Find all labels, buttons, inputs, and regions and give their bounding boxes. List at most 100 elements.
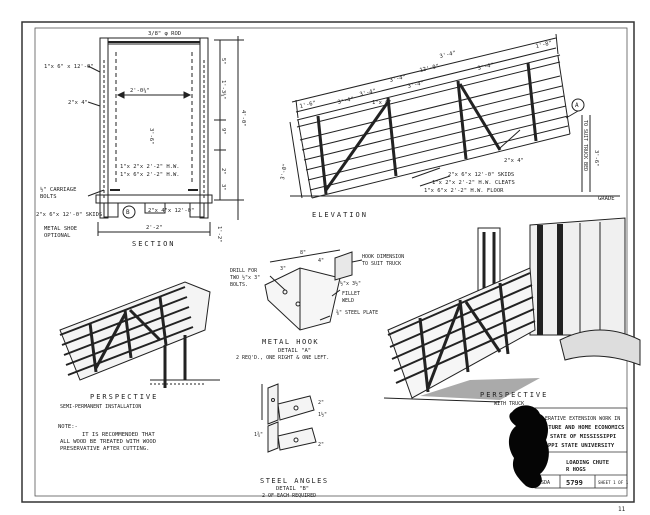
left-post-3 (158, 296, 168, 346)
section-shoe-1: METAL SHOE (44, 226, 77, 232)
title-org: USDA (538, 480, 550, 486)
elevation-grade-label: GRADE (598, 196, 615, 202)
right-ground-line (383, 397, 501, 403)
elevation-seg-3: 3'-4" (477, 62, 494, 72)
left-brace-1 (94, 313, 127, 369)
leader-line (87, 189, 105, 197)
hook-req: 2 REQ'D., ONE RIGHT & ONE LEFT. (236, 355, 329, 361)
angle-lower-vertical (267, 421, 279, 453)
elevation-seg-7: 3'-4" (359, 88, 376, 98)
note-block: NOTE:- IT IS RECOMMENDED THAT ALL WOOD B… (58, 424, 156, 452)
hook-title: METAL HOOK (262, 338, 319, 346)
leader-line (87, 65, 101, 73)
section-marker-b-circle (122, 205, 136, 219)
section-marker-b: B (126, 209, 130, 216)
left-post-1 (88, 322, 98, 373)
hook-dimension-1: HOOK DIMENSION (362, 254, 404, 260)
ink-blot (508, 405, 549, 489)
hook-fillet-2: WELD (342, 298, 354, 304)
section-total-height-label: 4'-0" (240, 110, 246, 127)
elevation-cleats-label: 1"x 2"x 2'-2" H.W. CLEATS (432, 180, 515, 186)
elevation-brace-4 (527, 65, 537, 139)
note-heading: NOTE:- (58, 424, 78, 430)
section-shoe-2: OPTIONAL (44, 233, 71, 239)
leader-line (87, 101, 101, 107)
hook-dimension-2: TO SUIT TRUCK (362, 261, 401, 267)
section-rod-label: 3/8" φ ROD (148, 31, 181, 37)
elevation-labels: 12'-0" 3'-4" 3'-4" 3'-4" 1'-8" 1'-6" 3'-… (280, 40, 615, 219)
note-line-2: ALL WOOD BE TREATED WITH WOOD (60, 439, 156, 445)
angle-hole-1 (293, 405, 299, 411)
elevation-overall-label: 12'-0" (419, 64, 440, 74)
section-bolts-2: BOLTS (40, 194, 57, 200)
sheet-number: SHEET 1 OF 1 (598, 480, 629, 485)
perspective-right-labels: PERSPECTIVE WITH TRUCK (480, 391, 546, 407)
angle-hole-2 (293, 437, 299, 443)
arrowhead (183, 91, 192, 99)
perspective-right-illustration (383, 217, 641, 403)
elevation-board-3 (303, 95, 565, 161)
angle-dim-2: 1½" (318, 411, 327, 418)
angle-dim-3: 1¾" (254, 432, 263, 438)
elevation-skids-label: 2"x 6"x 12'-0" SKIDS (448, 172, 514, 178)
section-skid-right (189, 202, 205, 218)
metal-hook-labels: DRILL FOR TWO ½"x 3" BOLTS. HOOK DIMENSI… (230, 250, 404, 361)
elevation-floor (309, 125, 569, 191)
sheet-border (21, 21, 635, 503)
truck-tire (559, 329, 641, 366)
section-inner-width-label: 2'-0¼" (130, 88, 150, 94)
perspective-right-subtitle: WITH TRUCK (494, 401, 524, 407)
elevation-segment-dim (295, 47, 557, 113)
section-small-dim: 1'-2" (216, 226, 222, 243)
elevation-view (289, 33, 620, 199)
section-top-rail (107, 37, 201, 45)
elevation-skid (311, 133, 571, 199)
note-line-1: IT IS RECOMMENDED THAT (82, 432, 156, 438)
drawing-name-2: LOADING CHUTE (566, 460, 609, 466)
elevation-top-rail (296, 54, 561, 121)
elevation-seg-5: 3'-4" (389, 74, 406, 84)
right-post-2 (458, 299, 470, 373)
perspective-left-illustration (59, 281, 220, 388)
left-rail-2 (61, 296, 188, 346)
hook-dim-2: 4" (318, 258, 324, 264)
elevation-seg-8: 1'-6" (299, 100, 316, 110)
section-cross-label: 2"x 4"x 12'-0" (148, 208, 194, 214)
elevation-post-1 (316, 115, 328, 195)
dim-ext (295, 99, 299, 119)
section-skid-left (103, 202, 119, 218)
drawing-name-3: R HOGS (566, 467, 586, 473)
perspective-left-labels: PERSPECTIVE SEMI-PERMANENT INSTALLATION (60, 393, 158, 410)
hook-drill-3: BOLTS. (230, 282, 248, 288)
right-chute-shadow (420, 378, 540, 400)
left-post-2 (123, 309, 133, 359)
elevation-height-dim (289, 121, 303, 199)
leader-line (331, 289, 341, 297)
elevation-board-2 (301, 85, 563, 151)
page-corner-mark: 11 (618, 506, 626, 513)
hook-bolt-hole-2 (295, 301, 301, 307)
elevation-height-label: 3'-0" (280, 163, 289, 180)
hook-dim-3: 3" (280, 266, 286, 272)
elevation-board-5 (307, 115, 569, 181)
section-board-label: 1"x 6" x 12'-0" (44, 64, 94, 70)
leader-line (499, 129, 521, 149)
hook-dim-line (269, 249, 341, 263)
elevation-seg-2: 3'-4" (407, 80, 424, 90)
drawing-frame (34, 27, 628, 497)
angles-title: STEEL ANGLES (260, 477, 329, 485)
leader-line (269, 275, 286, 291)
hook-drill-1: DRILL FOR (230, 268, 258, 274)
section-skids-label: 2"x 6"x 12'-0" SKIDS (36, 212, 102, 218)
metal-hook-illustration (264, 249, 363, 331)
section-cleat-1: 1"x 2"x 2'-2" H.W. (120, 164, 180, 170)
elevation-post-2 (386, 97, 398, 177)
title-line-1: ERATIVE EXTENSION WORK IN (545, 416, 620, 422)
left-rail-1 (59, 286, 186, 336)
elevation-rise-label: 3'-6" (593, 150, 599, 167)
section-left-post (99, 37, 109, 219)
right-brace-1 (426, 303, 462, 389)
elevation-seg-4: 1'-8" (535, 40, 552, 50)
perspective-left-title: PERSPECTIVE (90, 393, 158, 401)
